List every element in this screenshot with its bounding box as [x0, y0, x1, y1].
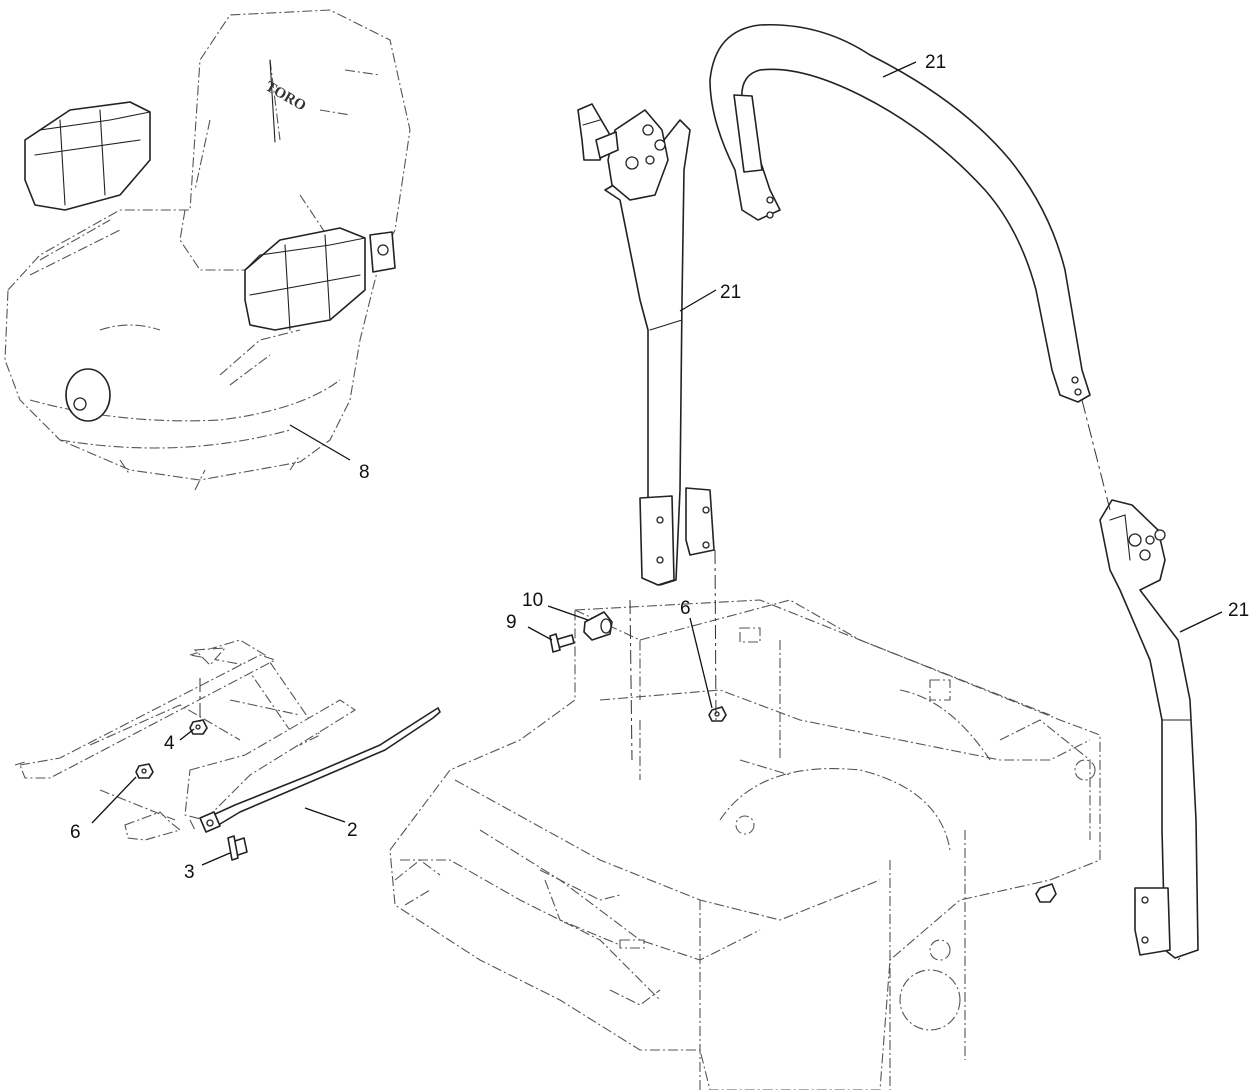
rops-left-post — [577, 103, 715, 586]
seat-adjust-knob — [65, 368, 111, 422]
callout-8-seat: 8 — [359, 462, 370, 483]
spacer-10 — [583, 611, 613, 641]
callout-21-left-post: 21 — [720, 282, 741, 303]
callout-6-frame-nut: 6 — [680, 598, 691, 619]
nut-6-frame — [708, 706, 727, 722]
mower-frame — [389, 599, 1101, 1090]
callouts: 21 21 21 8 10 9 6 4 6 2 3 — [70, 52, 1249, 883]
leader-lines — [91, 61, 1223, 866]
callout-9-bolt: 9 — [506, 612, 517, 633]
nut-frame-right — [1035, 883, 1057, 903]
nut-4 — [189, 719, 208, 735]
callout-21-hoop: 21 — [925, 52, 946, 73]
rops-right-post — [1099, 499, 1199, 959]
seat-latch-rod — [199, 707, 441, 833]
rops-hoop — [709, 23, 1091, 403]
nut-6-rail — [135, 763, 154, 779]
assembly-centerlines — [199, 399, 1181, 961]
callout-6-rail-nut: 6 — [70, 822, 81, 843]
right-armrest — [244, 227, 396, 331]
callout-2-rod: 2 — [347, 820, 358, 841]
seat-mount-rails — [14, 639, 357, 841]
bolt-3 — [227, 835, 248, 861]
left-armrest — [24, 101, 151, 211]
callout-21-right-post: 21 — [1228, 600, 1249, 621]
callout-3-bolt: 3 — [184, 862, 195, 883]
callout-10-spacer: 10 — [522, 590, 543, 611]
seat: TORO — [4, 9, 411, 491]
callout-4-nut: 4 — [164, 733, 175, 754]
bolt-9 — [549, 633, 575, 653]
